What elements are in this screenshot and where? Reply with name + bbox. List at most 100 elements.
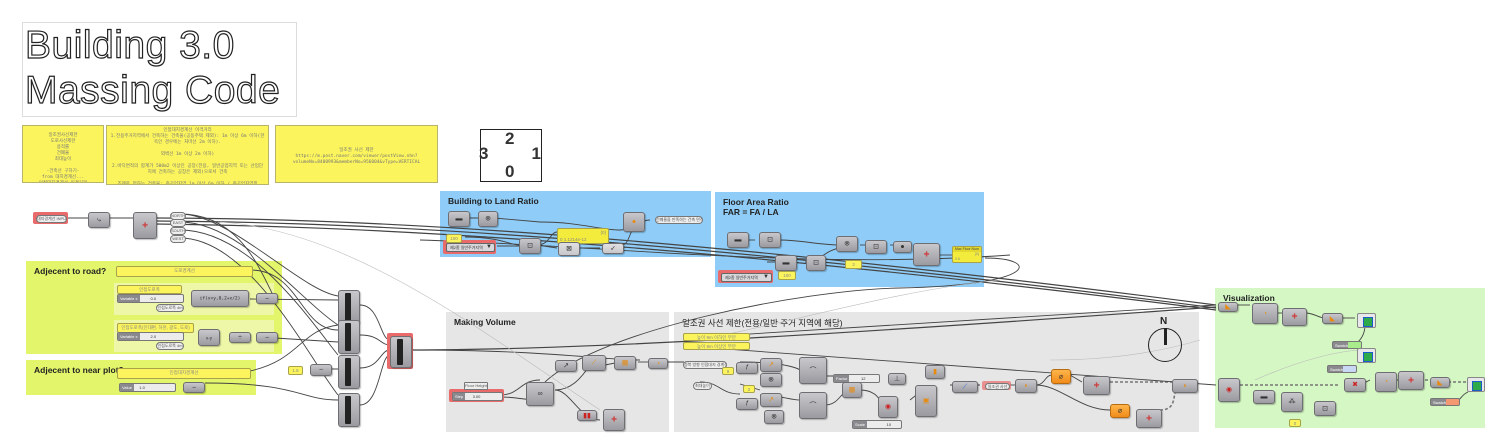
scale-component[interactable]: ⊥ [888,373,906,385]
vis-value-panel[interactable]: 0 [1289,419,1301,427]
merge-curves-component[interactable] [390,336,412,368]
bcr-result-param[interactable]: 건폐율을 만족하는 건축 면적인지 [655,216,703,224]
gate-component[interactable]: ✓ [602,243,624,254]
cull-component-vis[interactable]: ✖ [1344,378,1366,392]
deconstruct-domain-vis-2[interactable]: ✚ [1398,371,1424,390]
division-component-vis[interactable]: ⊡ [1314,401,1336,416]
custom-preview-3[interactable] [1467,377,1485,392]
negative-component[interactable]: − [256,293,278,304]
construct-domain-component[interactable]: ✚ [913,243,940,266]
deconstruct-domain-component-2[interactable]: ✚ [1136,409,1162,428]
direction-east-param[interactable]: EAST [170,219,186,227]
swatch-green[interactable]: Swatch [1332,341,1362,349]
division-component-far-3[interactable]: ⊡ [865,240,887,254]
far-zone-dropdown[interactable]: 제2종 일반주거지역▼ [721,273,772,282]
division-component-far-2[interactable]: ⊡ [806,255,826,271]
solid-intersect-component[interactable]: ◗ [1015,379,1037,393]
solid-intersect-component-2[interactable]: ◗ [1172,379,1198,393]
custom-preview-2[interactable] [1357,348,1376,363]
area-component-far[interactable]: ▬ [727,232,749,248]
evaluate-curve-component-2[interactable]: 𝑓 [736,398,758,410]
deconstruct-domain-vis[interactable]: ✚ [1282,308,1307,326]
nurbs-curve-component[interactable]: ⌒ [799,357,827,384]
deconstruct-domain-component[interactable]: ✚ [1083,376,1110,395]
boundary-surface-component-2[interactable]: ▦ [842,382,862,398]
multiplication-component-sun[interactable]: ⊗ [760,373,782,387]
stream-filter-component[interactable]: ● [623,212,645,232]
negative-component-2[interactable]: − [256,332,278,343]
direction-south-param[interactable]: SOUTH [170,227,186,235]
adjacent-road-width-panel[interactable]: 인접도로폭 [117,285,182,294]
deconstruct-plane-component[interactable]: ✚ [133,212,157,239]
evaluate-curve-component[interactable]: 𝑓 [736,362,758,374]
max-floor-num-panel[interactable]: Max Floor Num{0}0 6 [952,246,982,263]
custom-preview-1[interactable] [1357,313,1376,328]
series-component[interactable]: ∞ [526,382,554,406]
max-height-param[interactable]: 최대높이 [693,382,712,390]
brep-component-vis-2[interactable]: ◣ [1322,313,1343,324]
bcr-percent-panel[interactable]: 100 [446,234,462,243]
offset-curve-component-north[interactable] [338,290,360,324]
deconstruct-brep-vis[interactable]: ◉ [1218,378,1240,402]
subtraction-component[interactable]: x-y [198,329,220,346]
comparison-component[interactable]: ⊠ [558,242,580,256]
direction-west-param[interactable]: WEST [170,235,186,243]
offset-curve-component-east[interactable] [338,320,360,354]
brep-component-vis[interactable]: ◣ [1218,302,1238,312]
move-component-3[interactable]: ↗ [760,393,782,407]
brep-component-vis-3[interactable]: ◣ [1430,377,1450,388]
multiplication-component-sun-2[interactable]: ⊗ [764,410,784,424]
road-width-param[interactable]: 인접도로폭 4m [156,304,184,312]
deconstruct-brep-component[interactable]: ◉ [878,396,898,418]
extrude-component-2[interactable]: ▮ [925,365,945,379]
area-component-far-2[interactable]: ▬ [775,255,797,271]
offset-curve-component-south[interactable] [338,355,360,389]
road-boundary-panel[interactable]: 도로경계선 [116,266,253,277]
division-component-far[interactable]: ⊡ [759,232,781,248]
expression-component[interactable]: if(x<y,0,2+x/2) [191,290,249,307]
height-9-panel[interactable]: 9 [722,367,734,375]
north-boundary-param[interactable]: 정북 방향 인접대지 경계선 [683,361,727,369]
height-above-9m-panel[interactable]: 높이 9m 이상인 부분 [683,342,750,350]
cap-holes-component[interactable]: ◔ [648,358,668,369]
multiplication-component[interactable]: ⊗ [478,211,498,227]
nurbs-curve-component-2[interactable]: ⌒ [799,392,827,419]
brep-plane-component[interactable]: ⌀ [1051,369,1071,384]
road-width-param-2[interactable]: 인접도로폭 4m [156,342,184,350]
area-component-vis[interactable]: ▬ [1253,390,1275,404]
swatch-blue[interactable]: Swatch [1327,365,1357,373]
move-along-component-2[interactable]: ◔ [1375,372,1397,392]
extrude-component[interactable]: ⟋ [582,355,606,371]
near-plot-boundary-panel[interactable]: 인접대지경계선 [117,368,251,379]
loft-component[interactable]: ▣ [915,385,937,417]
area-component[interactable]: ▬ [448,211,470,227]
division-component-bcr[interactable]: ⊡ [519,238,541,254]
explode-component[interactable]: ⤷ [88,212,110,228]
swatch-orange[interactable]: Swatch [1430,398,1460,406]
site-input-param[interactable]: 대지경계선 INPUT [36,215,67,223]
height-2-panel[interactable]: 2 [743,385,755,393]
division-component[interactable]: ÷ [229,332,251,343]
offset-value-panel[interactable]: 1.5 [288,366,303,375]
negative-component-4[interactable]: − [310,364,332,376]
far-percent-panel[interactable]: 100 [778,271,796,280]
bcr-zone-dropdown[interactable]: 제2종 일반주거지역▼ [446,243,495,252]
boolean-difference-component[interactable]: ⟋ [952,381,978,393]
round-component[interactable]: ● [893,241,912,253]
list-length-component[interactable]: ▮▮ [577,410,597,421]
group-making-volume[interactable]: Making Volume [446,312,669,432]
move-component[interactable]: ↗ [555,360,577,372]
brep-plane-component-2[interactable]: ⌀ [1110,404,1130,418]
move-component-2[interactable]: ↗ [760,358,782,372]
sunlight-result-param[interactable]: 일조권 사선 [985,383,1010,390]
deconstruct-point-vis[interactable]: ⁂ [1281,392,1303,412]
offset-curve-component-west[interactable] [338,393,360,427]
